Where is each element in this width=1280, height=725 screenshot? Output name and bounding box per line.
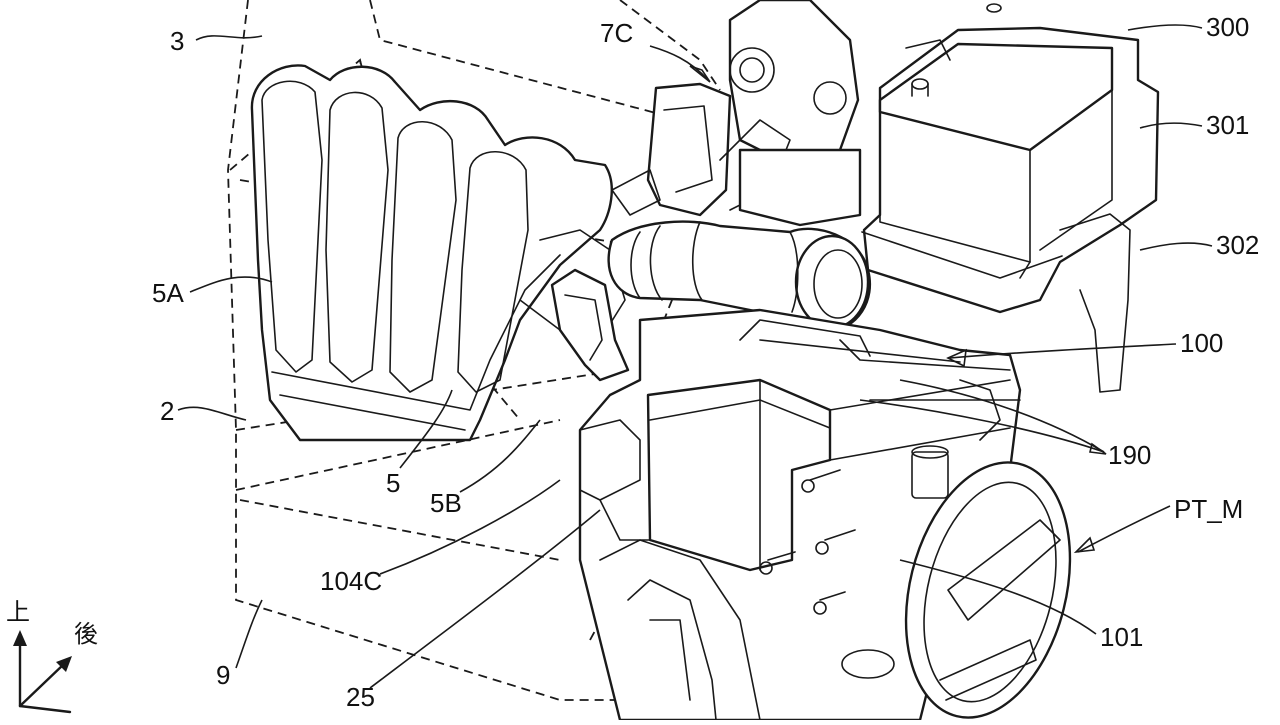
label-100: 100 xyxy=(1180,328,1223,358)
arrow-up-icon xyxy=(13,630,27,646)
upper-accessories xyxy=(611,0,862,227)
throttle-and-intake-pipe xyxy=(550,220,871,382)
label-5b: 5B xyxy=(430,488,462,518)
axis-label-rear: 後 xyxy=(74,620,98,648)
label-7c: 7C xyxy=(600,18,633,48)
leader-lines xyxy=(177,24,1213,689)
direction-indicator: 上 後 xyxy=(6,598,98,714)
battery-box xyxy=(861,3,1160,393)
label-301: 301 xyxy=(1206,110,1249,140)
reference-labels: 3 7C 300 301 302 5A 100 2 190 5 5B PT_M … xyxy=(152,12,1259,712)
label-25: 25 xyxy=(346,682,375,712)
label-9: 9 xyxy=(216,660,230,690)
arrow-rear-icon xyxy=(56,656,72,672)
label-101: 101 xyxy=(1100,622,1143,652)
axis-label-up: 上 xyxy=(6,598,30,626)
label-302: 302 xyxy=(1216,230,1259,260)
label-5a: 5A xyxy=(152,278,184,308)
label-3: 3 xyxy=(170,26,184,56)
label-5: 5 xyxy=(386,468,400,498)
label-104c: 104C xyxy=(320,566,382,596)
label-2: 2 xyxy=(160,396,174,426)
intake-manifold xyxy=(250,64,626,442)
label-pt-m: PT_M xyxy=(1174,494,1243,524)
label-300: 300 xyxy=(1206,12,1249,42)
label-190: 190 xyxy=(1108,440,1151,470)
